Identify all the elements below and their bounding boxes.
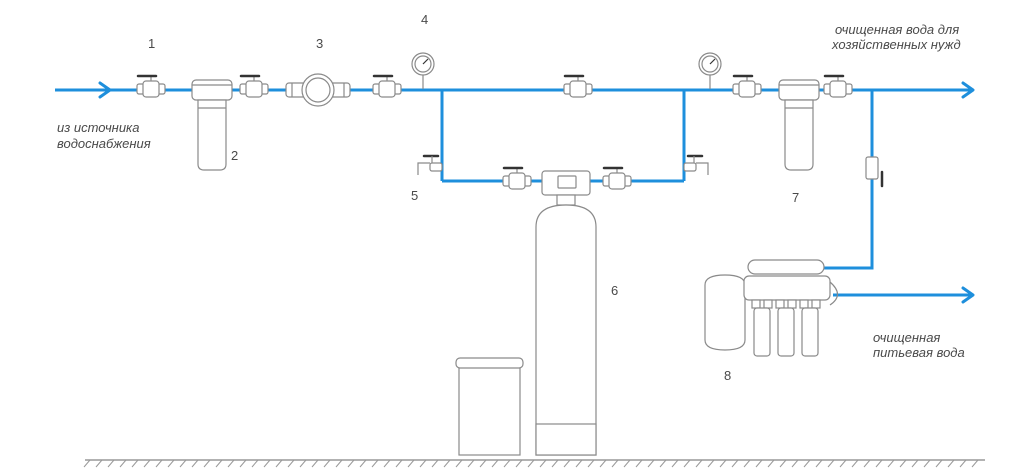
- label-7: 7: [792, 190, 800, 205]
- valve-after-filter: [239, 74, 269, 98]
- softener-inlet-valve: [502, 166, 532, 190]
- label-6: 6: [611, 283, 619, 298]
- sample-tap-right: [683, 154, 709, 175]
- inlet-arrow-icon: [98, 81, 112, 99]
- flow-arrows: [98, 81, 975, 304]
- valve-before-filter-7: [732, 74, 762, 98]
- drinking-outlet-arrow-icon: [961, 286, 975, 304]
- valve-before-gauge: [372, 74, 402, 98]
- water-meter-3: [285, 73, 351, 107]
- caption-household-line1: очищенная вода для: [835, 22, 960, 37]
- caption-source-line2: водоснабжения: [57, 136, 151, 151]
- caption-source-line1: из источника: [57, 120, 140, 135]
- pressure-gauge-2: [698, 52, 722, 89]
- reverse-osmosis-unit-8: [704, 259, 839, 357]
- bypass-valve: [563, 74, 593, 98]
- softener-outlet-valve: [602, 166, 632, 190]
- label-4: 4: [421, 12, 429, 27]
- valve-after-filter-7: [823, 74, 853, 98]
- label-1: 1: [148, 36, 156, 51]
- pressure-gauge-4: [411, 52, 435, 89]
- caption-household-line2: хозяйственных нужд: [832, 37, 961, 52]
- household-outlet-arrow-icon: [961, 81, 975, 99]
- label-5: 5: [411, 188, 419, 203]
- label-3: 3: [316, 36, 324, 51]
- label-2: 2: [231, 148, 239, 163]
- caption-drinking-line1: очищенная: [873, 330, 941, 345]
- sample-tap-left: [417, 154, 443, 175]
- filter-7-housing: [778, 79, 820, 171]
- caption-drinking-line2: питьевая вода: [873, 345, 965, 360]
- brine-tank: [455, 357, 524, 456]
- softener-tank-6: [535, 170, 597, 456]
- drinking-branch-pipe: [820, 90, 874, 270]
- valve-1-before-filter: [136, 74, 166, 98]
- ground-hatch: [83, 459, 979, 468]
- filter-2-housing: [191, 79, 233, 171]
- label-8: 8: [724, 368, 732, 383]
- pipes: [55, 88, 972, 297]
- devices: [136, 52, 884, 456]
- branch-check-valve: [865, 156, 884, 188]
